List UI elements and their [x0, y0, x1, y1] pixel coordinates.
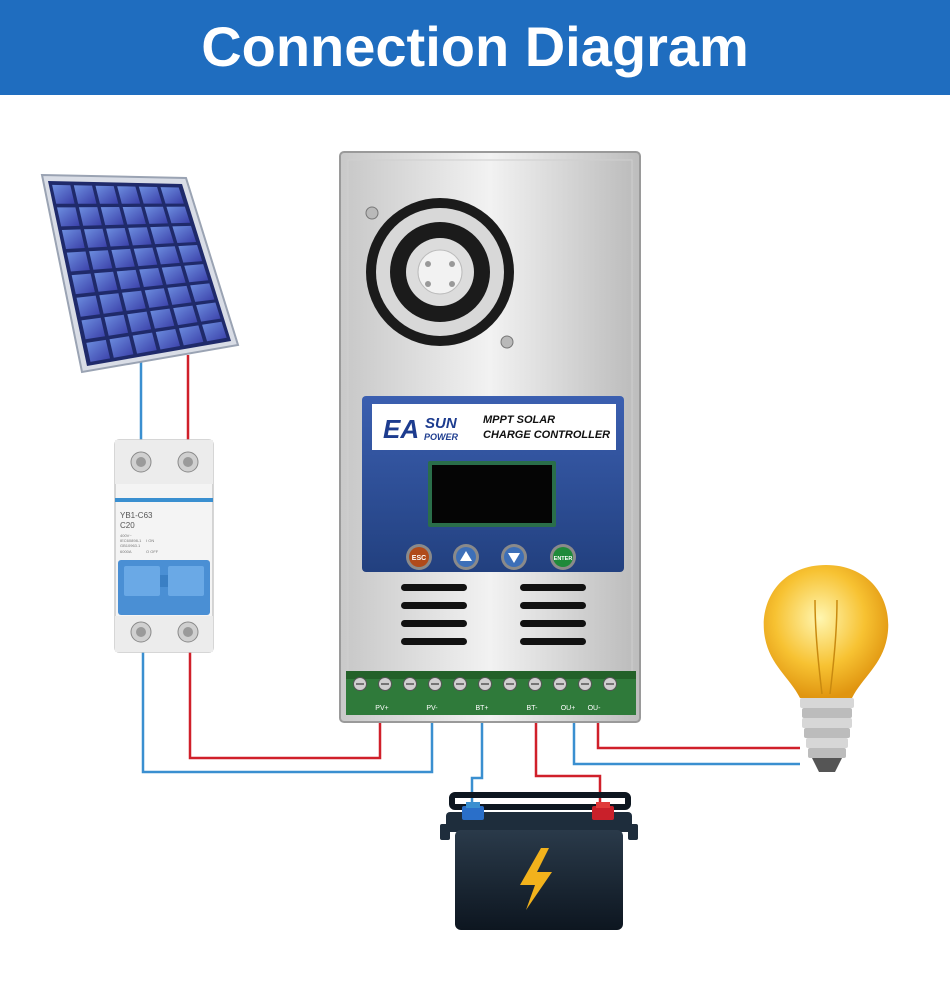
solar-cell — [144, 206, 168, 224]
product-line-1: MPPT SOLAR — [483, 414, 555, 426]
solar-cell — [99, 293, 123, 314]
breaker-rating: C20 — [120, 521, 135, 530]
solar-cell — [106, 227, 130, 247]
light-bulb-icon — [763, 565, 889, 772]
solar-cell — [132, 332, 157, 354]
breaker-spec-3: GB10963.1 — [120, 543, 141, 548]
terminal-bt-pos: BT+ — [475, 705, 488, 712]
solar-cell — [173, 305, 198, 326]
down-arrow-icon — [508, 553, 520, 563]
lightning-icon — [520, 848, 552, 910]
solar-cell — [178, 325, 204, 346]
solar-cell — [104, 314, 129, 336]
solar-cell — [109, 336, 134, 358]
terminal-block — [353, 677, 617, 691]
solar-cell — [184, 264, 209, 283]
solar-cell — [150, 226, 174, 245]
solar-cell — [133, 247, 158, 267]
brand-power: POWER — [424, 432, 459, 442]
wire-pv-negative — [141, 652, 434, 774]
breaker-model: YB1-C63 — [120, 511, 153, 520]
header-bar: Connection Diagram — [0, 0, 950, 95]
solar-cell — [76, 295, 100, 317]
battery-icon — [440, 792, 638, 930]
solar-cell — [117, 186, 141, 204]
breaker-spec-4: 6000A — [120, 549, 132, 554]
terminal-pv-pos: PV+ — [375, 705, 388, 712]
breaker-spec-2: IEC60898-1 — [120, 538, 142, 543]
solar-cell — [155, 328, 181, 350]
breaker-on-label: I ON — [146, 538, 154, 543]
up-button[interactable] — [453, 544, 479, 570]
solar-cell — [122, 206, 146, 225]
solar-cell — [100, 207, 124, 226]
solar-cell — [196, 302, 221, 322]
solar-cell — [161, 266, 186, 285]
solar-cell — [89, 250, 113, 270]
brand-sun: SUN — [425, 415, 458, 432]
up-arrow-icon — [460, 551, 472, 561]
product-line-2: CHARGE CONTROLLER — [483, 429, 610, 441]
breaker-off-label: O OFF — [146, 549, 159, 554]
down-button[interactable] — [501, 544, 527, 570]
esc-label: ESC — [412, 555, 426, 562]
solar-cell — [167, 285, 192, 305]
solar-panel-icon — [40, 173, 240, 374]
solar-cell — [122, 290, 146, 311]
wire-pv-positive — [188, 652, 382, 760]
terminal-out-pos: OU+ — [561, 705, 576, 712]
solar-cell — [78, 207, 102, 226]
fan-icon — [366, 198, 514, 346]
solar-cell — [172, 225, 197, 243]
solar-cell — [116, 269, 141, 290]
terminal-out-neg: OU- — [588, 705, 602, 712]
terminal-bt-neg: BT- — [527, 705, 539, 712]
circuit-breaker-icon: YB1-C63 C20 400V~ IEC60898-1 GB10963.1 6… — [114, 439, 214, 653]
solar-cell — [111, 248, 135, 268]
solar-cell — [57, 207, 80, 227]
solar-cell — [95, 185, 119, 204]
esc-button[interactable]: ESC — [406, 544, 432, 570]
solar-cell — [128, 227, 152, 246]
solar-cell — [139, 267, 163, 288]
breaker-spec-1: 400V~ — [120, 533, 132, 538]
solar-cell — [166, 206, 190, 224]
page-title: Connection Diagram — [201, 15, 749, 78]
charge-controller-icon: EA SUN POWER MPPT SOLAR CHARGE CONTROLLE… — [339, 151, 641, 723]
solar-cell — [94, 271, 118, 292]
solar-cell — [150, 308, 175, 329]
enter-label: ENTER — [554, 556, 573, 562]
solar-cell — [61, 229, 85, 249]
wire-load-negative — [572, 713, 800, 766]
solar-cell — [190, 283, 215, 302]
terminal-pv-neg: PV- — [426, 705, 438, 712]
solar-cell — [127, 311, 152, 333]
enter-button[interactable]: ENTER — [550, 544, 576, 570]
solar-cell — [71, 273, 95, 295]
solar-cell — [202, 321, 227, 342]
brand-ea: EA — [383, 414, 419, 444]
solar-cell — [81, 317, 105, 340]
solar-cell — [66, 251, 90, 272]
wire-load-positive — [596, 713, 800, 750]
solar-cell — [160, 187, 184, 204]
solar-cell — [138, 186, 163, 204]
vents — [401, 584, 586, 645]
solar-cell — [73, 185, 97, 204]
solar-cell — [84, 228, 108, 248]
wiring — [139, 355, 800, 808]
solar-cell — [144, 288, 169, 308]
solar-cell — [178, 245, 203, 263]
solar-cell — [86, 339, 111, 362]
solar-cell — [156, 246, 180, 265]
solar-cell — [52, 184, 75, 204]
